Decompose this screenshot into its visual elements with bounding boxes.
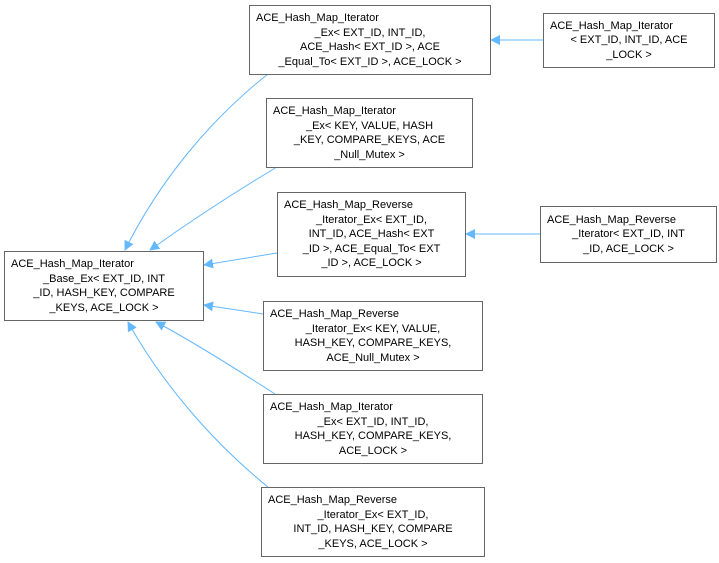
node-n3[interactable]: ACE_Hash_Map_Reverse _Iterator_Ex< EXT_I… [277, 192, 466, 277]
node-line: HASH_KEY, COMPARE_KEYS, [294, 430, 452, 442]
node-line: _Equal_To< EXT_ID >, ACE_LOCK > [278, 55, 462, 68]
node-line: _KEYS, ACE_LOCK > [49, 301, 159, 314]
node-line: _Ex< EXT_ID, INT_ID, [314, 26, 426, 39]
node-line: ACE_Hash_Map_Iterator [256, 12, 379, 24]
node-line: _Iterator_Ex< EXT_ID, [317, 508, 429, 521]
node-n1[interactable]: ACE_Hash_Map_Iterator _Ex< EXT_ID, INT_I… [249, 5, 491, 75]
node-n2[interactable]: ACE_Hash_Map_Iterator _Ex< KEY, VALUE, H… [266, 98, 473, 168]
node-r2[interactable]: ACE_Hash_Map_Reverse _Iterator< EXT_ID, … [540, 206, 717, 263]
node-line: < EXT_ID, INT_ID, ACE [570, 34, 688, 47]
node-line: INT_ID, HASH_KEY, COMPARE [293, 523, 453, 535]
node-line: _ID >, ACE_Equal_To< EXT [302, 242, 441, 255]
node-r1[interactable]: ACE_Hash_Map_Iterator < EXT_ID, INT_ID, … [543, 13, 715, 68]
node-line: ACE_Hash_Map_Reverse [268, 494, 398, 506]
node-line: ACE_Hash_Map_Iterator [550, 19, 673, 32]
node-line: _KEYS, ACE_LOCK > [318, 537, 428, 550]
node-line: _Ex< EXT_ID, INT_ID, [317, 415, 429, 428]
node-line: ACE_Null_Mutex > [326, 351, 420, 364]
edge-n4-base [203, 301, 264, 315]
node-line: _Null_Mutex > [334, 148, 405, 161]
node-line: ACE_Hash_Map_Iterator [273, 105, 396, 117]
edge-n2-base [149, 166, 278, 251]
node-line: HASH_KEY, COMPARE_KEYS, [294, 337, 452, 349]
edge-n6-base [127, 321, 269, 488]
edge-n3-base [203, 252, 278, 269]
node-line: _ID, HASH_KEY, COMPARE [33, 287, 175, 299]
edge-n1-base [124, 73, 269, 251]
node-line: ACE_Hash_Map_Reverse [270, 308, 400, 320]
node-line: INT_ID, ACE_Hash< EXT [308, 228, 435, 241]
node-line: ACE_Hash_Map_Iterator [11, 258, 134, 270]
node-line: _Ex< KEY, VALUE, HASH [305, 119, 434, 132]
node-line: ACE_Hash_Map_Reverse [284, 199, 414, 212]
node-line: _Iterator_Ex< KEY, VALUE, [305, 322, 441, 335]
node-n6[interactable]: ACE_Hash_Map_Reverse _Iterator_Ex< EXT_I… [261, 487, 485, 557]
node-line: _ID >, ACE_LOCK > [321, 257, 422, 270]
edge-n5-base [155, 321, 276, 395]
node-line: _Iterator_Ex< EXT_ID, [316, 213, 427, 226]
node-line: ACE_LOCK > [338, 444, 408, 457]
node-base[interactable]: ACE_Hash_Map_Iterator _Base_Ex< EXT_ID, … [4, 251, 204, 321]
node-line: _Base_Ex< EXT_ID, INT [43, 272, 165, 285]
node-line: _Iterator< EXT_ID, INT [572, 228, 685, 241]
node-line: _ID, ACE_LOCK > [583, 242, 674, 255]
node-line: ACE_Hash_Map_Iterator [270, 401, 393, 413]
node-n4[interactable]: ACE_Hash_Map_Reverse _Iterator_Ex< KEY, … [263, 301, 483, 371]
node-line: _KEY, COMPARE_KEYS, ACE [293, 134, 446, 146]
node-line: ACE_Hash< EXT_ID >, ACE [299, 41, 440, 53]
node-line: _LOCK > [606, 48, 652, 61]
node-n5[interactable]: ACE_Hash_Map_Iterator _Ex< EXT_ID, INT_I… [263, 394, 483, 464]
node-line: ACE_Hash_Map_Reverse [547, 213, 677, 226]
